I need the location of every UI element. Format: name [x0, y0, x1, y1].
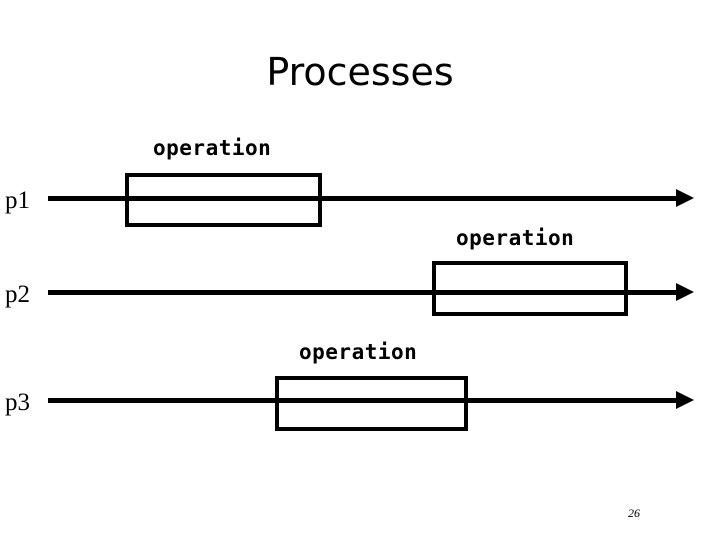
- page-title: Processes: [266, 50, 454, 94]
- timeline-axis-p2: [48, 290, 676, 295]
- operation-box-p3: [275, 376, 468, 431]
- process-label-p1: p1: [5, 187, 30, 214]
- page-number: 26: [628, 506, 640, 520]
- operation-label-p2: operation: [456, 226, 575, 250]
- timeline-axis-p3: [48, 398, 676, 403]
- operation-label-p3: operation: [299, 340, 418, 364]
- operation-label-p1: operation: [153, 136, 272, 160]
- timeline-arrowhead-icon-p2: [676, 283, 694, 301]
- operation-box-p1: [125, 173, 322, 227]
- timeline-arrowhead-icon-p3: [676, 391, 694, 409]
- timeline-arrowhead-icon-p1: [676, 189, 694, 207]
- operation-box-p2: [432, 261, 628, 316]
- process-label-p3: p3: [5, 389, 30, 416]
- timeline-axis-p1: [48, 196, 676, 201]
- process-label-p2: p2: [5, 281, 30, 308]
